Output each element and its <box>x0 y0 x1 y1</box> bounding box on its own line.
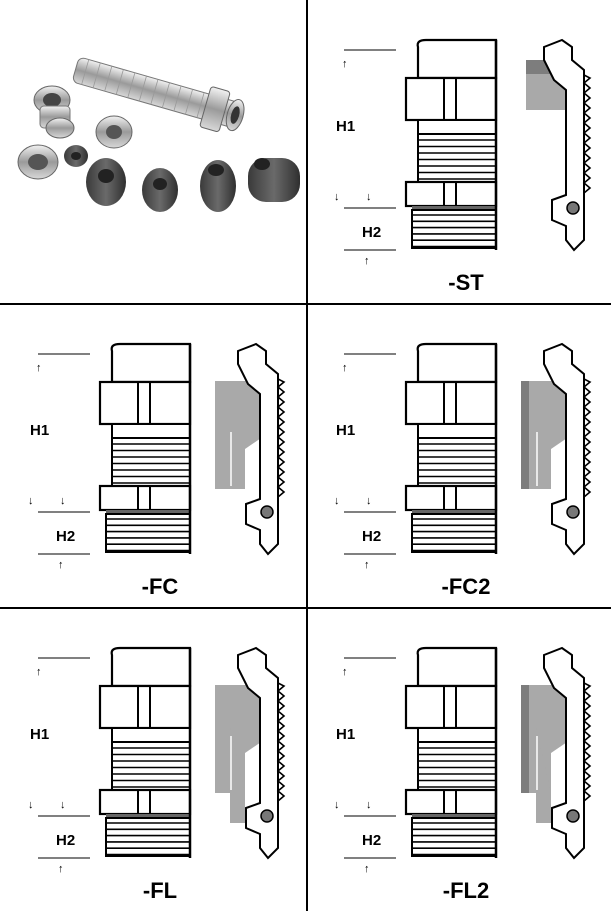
arrow-up-icon: ↑ <box>342 58 348 70</box>
arrow-up-icon: ↑ <box>364 863 370 875</box>
h2-label: H2 <box>362 224 381 241</box>
h1-label: H1 <box>336 118 355 135</box>
gland-type-code: -FC2 <box>442 574 491 599</box>
h1-label: H1 <box>30 422 49 439</box>
arrow-down-icon: ↓ <box>366 799 372 811</box>
arrow-up-icon: ↑ <box>36 362 42 374</box>
h1-label: H1 <box>336 422 355 439</box>
arrow-down-icon: ↓ <box>366 191 372 203</box>
arrow-up-icon: ↑ <box>342 362 348 374</box>
arrow-down-icon: ↓ <box>334 799 340 811</box>
gland-type-code: -FL2 <box>443 878 489 903</box>
grid-horizontal-divider-1 <box>0 303 611 305</box>
gland-type-code: -FC <box>142 574 179 599</box>
cable-gland-parts-photo <box>17 57 300 212</box>
grid-horizontal-divider-2 <box>0 607 611 609</box>
arrow-down-icon: ↓ <box>28 495 34 507</box>
arrow-up-icon: ↑ <box>58 863 64 875</box>
arrow-up-icon: ↑ <box>58 559 64 571</box>
h2-label: H2 <box>56 832 75 849</box>
arrow-down-icon: ↓ <box>334 495 340 507</box>
h1-label: H1 <box>336 726 355 743</box>
h2-label: H2 <box>56 528 75 545</box>
arrow-down-icon: ↓ <box>334 191 340 203</box>
arrow-down-icon: ↓ <box>28 799 34 811</box>
arrow-up-icon: ↑ <box>364 559 370 571</box>
grid-vertical-divider <box>306 0 308 911</box>
arrow-up-icon: ↑ <box>36 666 42 678</box>
h1-label: H1 <box>30 726 49 743</box>
arrow-down-icon: ↓ <box>366 495 372 507</box>
arrow-down-icon: ↓ <box>60 495 66 507</box>
arrow-down-icon: ↓ <box>60 799 66 811</box>
h2-label: H2 <box>362 832 381 849</box>
gland-type-code: -ST <box>448 270 484 295</box>
h2-label: H2 <box>362 528 381 545</box>
arrow-up-icon: ↑ <box>342 666 348 678</box>
gland-type-code: -FL <box>143 878 177 903</box>
arrow-up-icon: ↑ <box>364 255 370 267</box>
